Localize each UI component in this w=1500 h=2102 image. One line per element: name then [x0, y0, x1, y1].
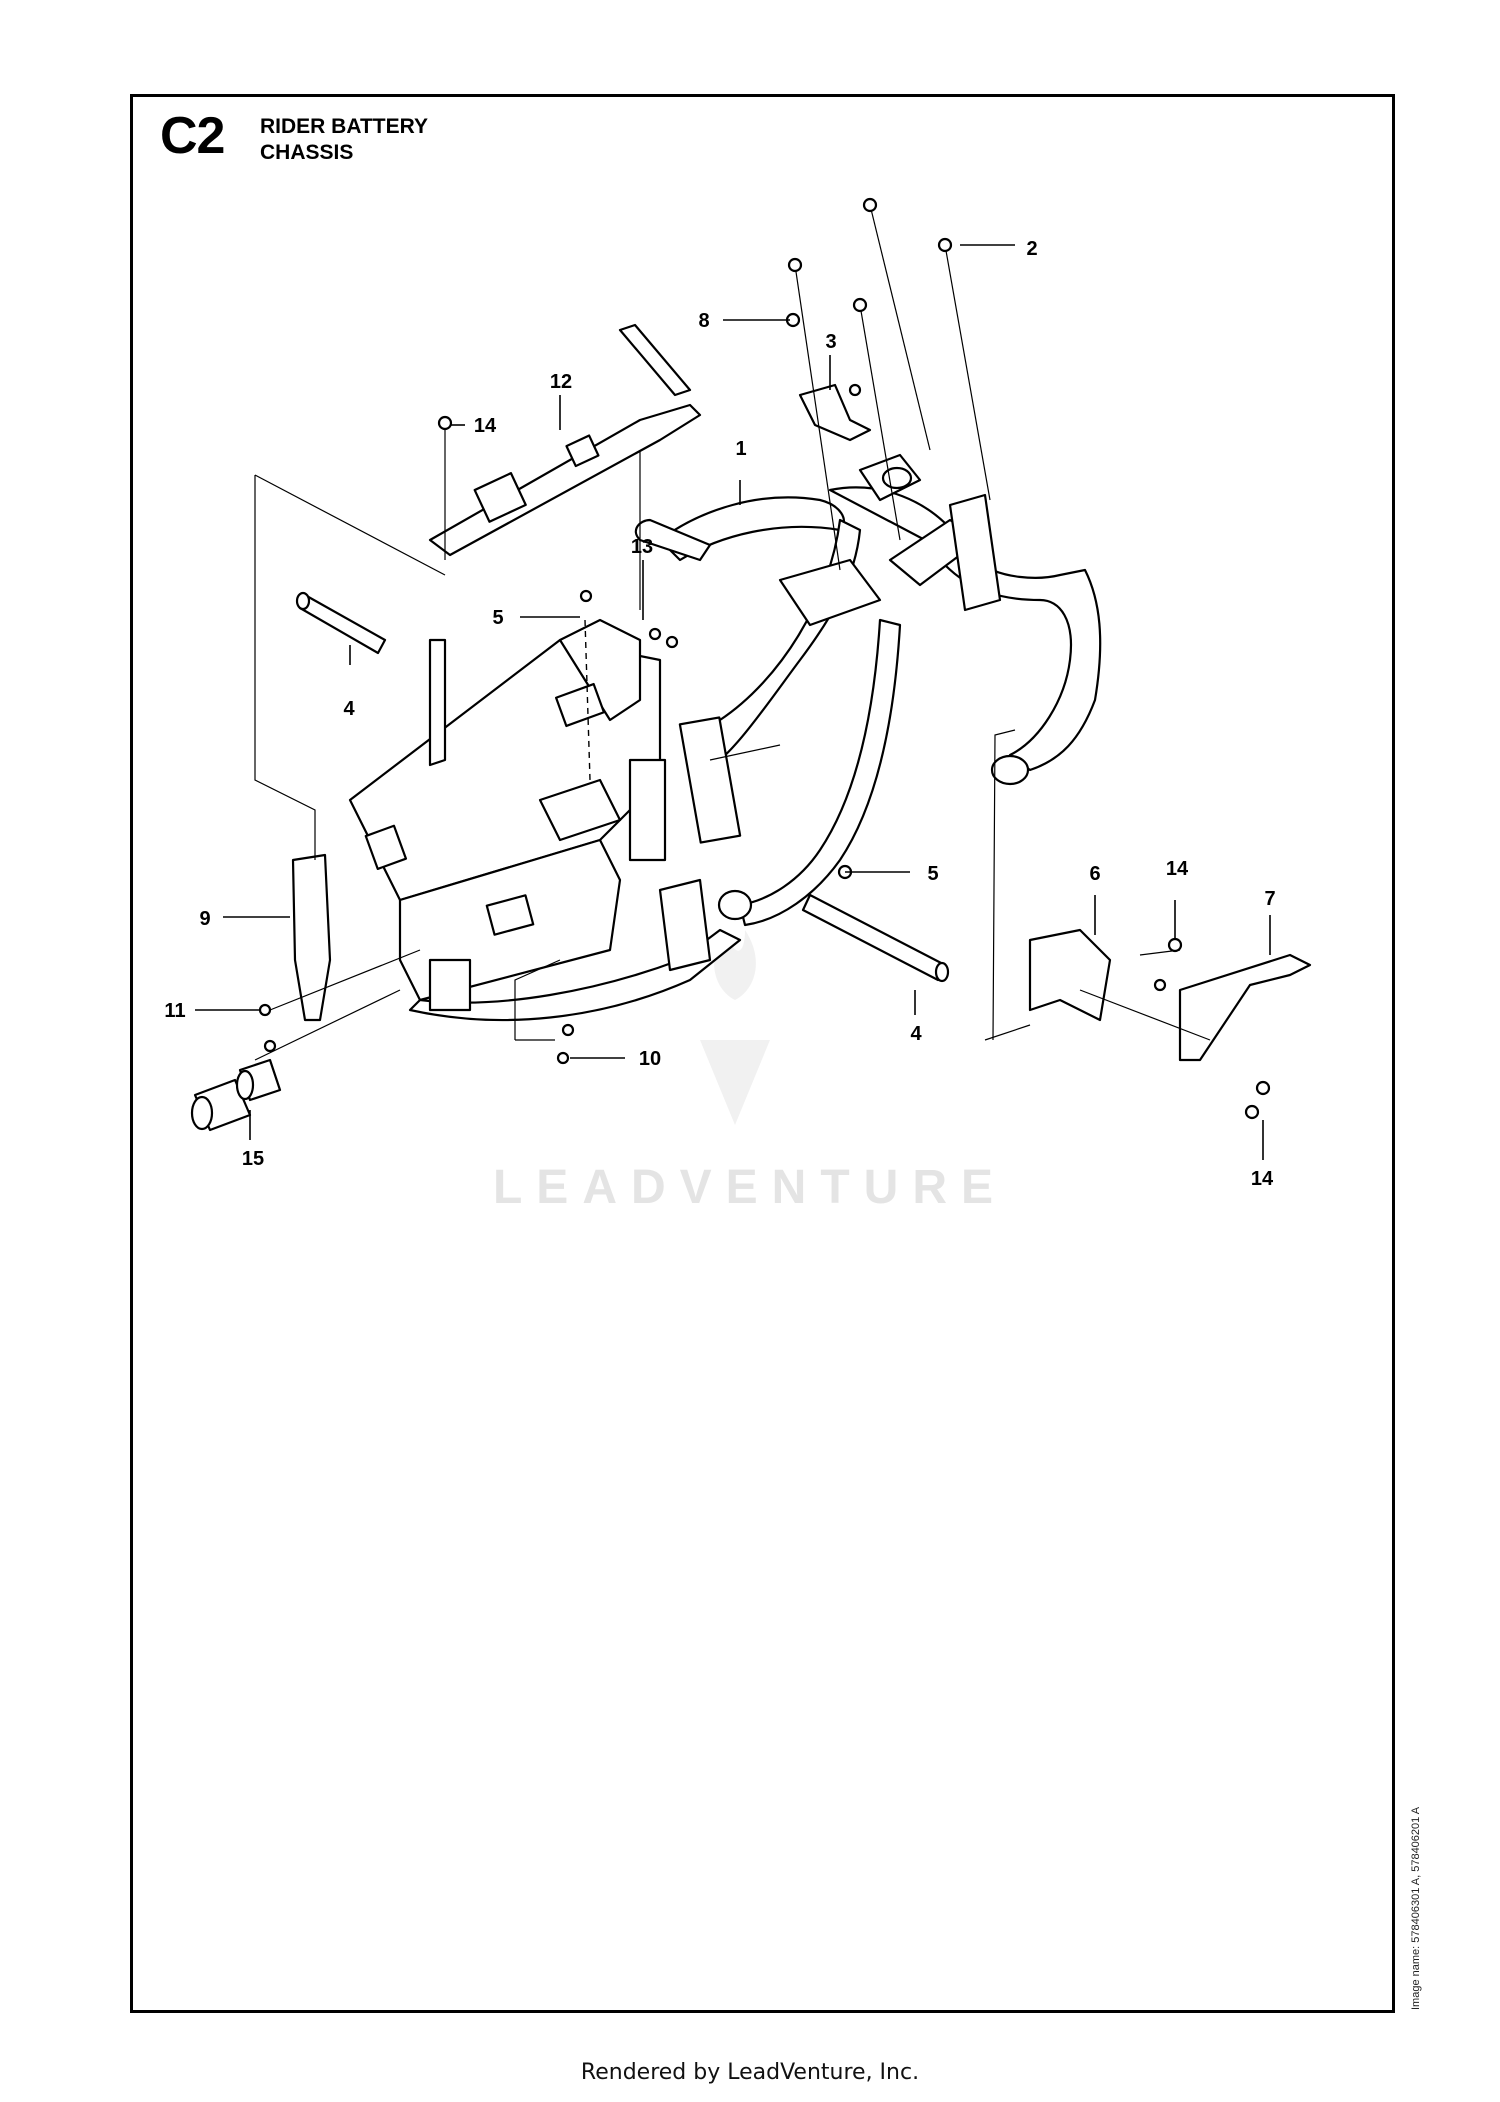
title-line-2: CHASSIS — [260, 141, 354, 164]
page-title: RIDER BATTERY CHASSIS — [260, 114, 428, 166]
callout-6: 6 — [1089, 863, 1100, 885]
callout-9: 9 — [199, 908, 210, 930]
section-code: C2 — [160, 107, 225, 165]
callout-12: 12 — [550, 371, 572, 393]
part-4-pins — [295, 591, 950, 983]
callout-14c: 14 — [1251, 1168, 1274, 1190]
callout-14a: 14 — [474, 415, 497, 437]
callout-4a: 4 — [343, 698, 355, 720]
title-line-1: RIDER BATTERY — [260, 115, 428, 138]
part-1-main-frame — [634, 453, 1102, 927]
watermark-text: LEADVENTURE — [492, 1161, 1008, 1214]
callout-14b: 14 — [1166, 858, 1189, 880]
diagram-frame — [130, 94, 1395, 2013]
callout-1: 1 — [735, 438, 746, 460]
callout-10: 10 — [639, 1048, 661, 1070]
part-15-bushings — [190, 1058, 282, 1132]
callout-13: 13 — [631, 536, 653, 558]
part-6-bracket — [1028, 928, 1112, 1022]
part-3-bracket — [798, 383, 872, 442]
callout-11: 11 — [164, 1000, 185, 1022]
callout-3: 3 — [825, 331, 836, 353]
footer-credit: Rendered by LeadVenture, Inc. — [580, 2060, 920, 2085]
callout-8: 8 — [698, 310, 709, 332]
part-12-front-bar — [428, 323, 702, 557]
callout-5b: 5 — [927, 863, 938, 885]
callout-4b: 4 — [910, 1023, 922, 1045]
image-name-note: Image name: 578406301 A, 578406201 A — [1410, 1806, 1422, 2010]
callout-2: 2 — [1026, 238, 1037, 260]
callout-numbers: 1 2 3 4 4 5 5 6 7 8 9 10 11 12 13 14 14 … — [164, 238, 1275, 1190]
callout-leaders — [195, 244, 1271, 1160]
callout-15: 15 — [242, 1148, 264, 1170]
part-7-bracket — [1178, 953, 1312, 1062]
part-9-bracket — [291, 853, 332, 1022]
chassis-battery-tray — [348, 618, 753, 1022]
callout-5a: 5 — [492, 607, 503, 629]
exploded-lines — [254, 204, 1211, 1061]
callout-7: 7 — [1264, 888, 1275, 910]
